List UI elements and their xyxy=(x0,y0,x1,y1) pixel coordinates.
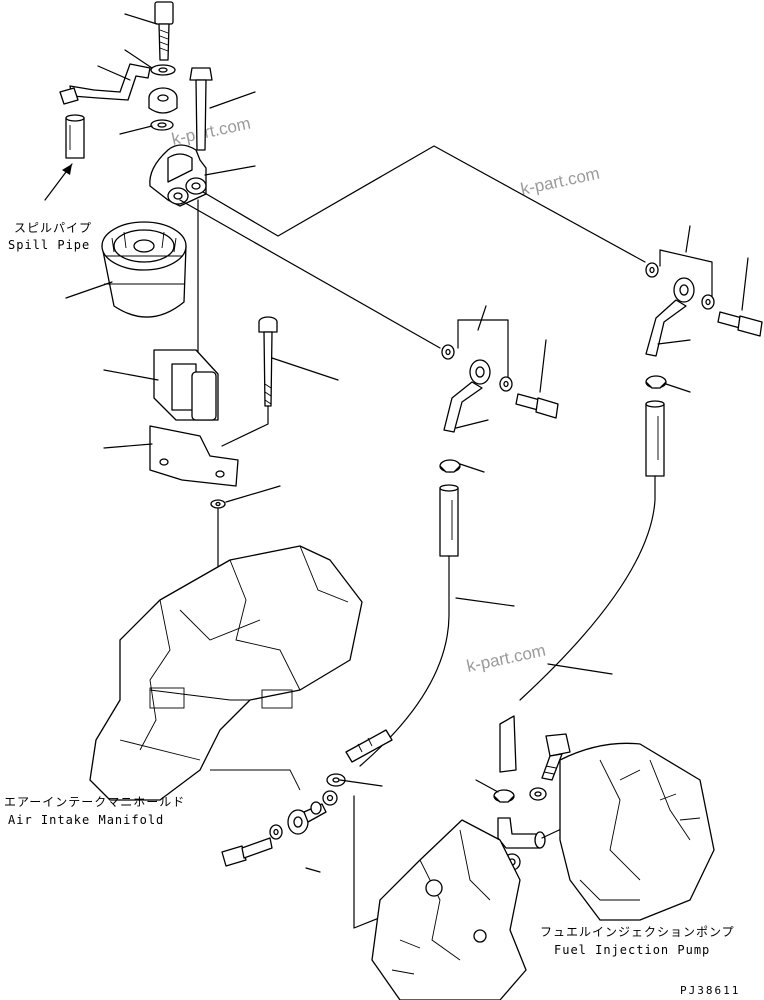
filter-cartridge xyxy=(101,221,187,318)
fuel-pump-label-en: Fuel Injection Pump xyxy=(554,943,710,957)
leader-left-banjo-group xyxy=(477,305,487,331)
fuel-pump-label-jp: フュエルインジェクションポンプ xyxy=(540,925,735,939)
leader-spill-banjo xyxy=(97,65,131,81)
arrow-head-spill-pipe xyxy=(62,164,72,175)
leader-right-clamp xyxy=(665,383,691,393)
leader-filter-bracket xyxy=(103,369,159,381)
leader-left-banjo-bolt xyxy=(539,339,547,393)
bracket-right-banjo-group xyxy=(659,249,713,301)
left-banjo-bolt xyxy=(515,393,559,419)
lower-banjo-bolt xyxy=(221,837,273,867)
leader-plate-washer xyxy=(225,485,281,503)
left-hose xyxy=(439,484,459,557)
fuel-line-head-to-left-banjo xyxy=(179,199,441,349)
leader-bracket-bolt xyxy=(271,357,339,381)
long-bolt xyxy=(189,67,213,151)
right-banjo-fitting xyxy=(645,277,695,357)
leader-mounting-plate xyxy=(103,443,153,449)
leader-lower-washers xyxy=(339,779,383,787)
leader-washer-1 xyxy=(124,49,153,69)
leader-washer-2 xyxy=(119,125,153,135)
fuel-line-head-to-right-banjo xyxy=(202,145,646,263)
spill-pipe-label-jp: スピルパイプ xyxy=(14,221,92,235)
leader-filter-head xyxy=(204,165,256,176)
leader-left-clamp xyxy=(459,463,485,473)
leader-right-banjo-bolt xyxy=(741,257,749,311)
pump-washer xyxy=(529,787,547,801)
right-banjo-bolt xyxy=(717,311,763,337)
bracket-left-banjo-group xyxy=(457,319,509,387)
bracket-bolt xyxy=(258,316,278,407)
watermark-1: k-part.com xyxy=(170,114,252,149)
leader-long-bolt xyxy=(209,91,256,109)
left-banjo-washer-b xyxy=(499,376,513,392)
leader-right-pipe-elbow xyxy=(657,339,691,345)
left-lower-hose xyxy=(345,729,393,763)
left-banjo-fitting xyxy=(443,359,491,433)
lower-washer-c xyxy=(269,824,283,840)
fuel-line-right-down xyxy=(519,475,656,701)
spill-pipe-label-en: Spill Pipe xyxy=(8,238,90,252)
right-lower-hose xyxy=(499,715,517,773)
spill-banjo-pipe xyxy=(59,63,151,105)
lower-washer-b xyxy=(322,790,338,806)
bolt-to-plate-line xyxy=(221,405,269,447)
pump-elbow-pipe xyxy=(497,817,546,849)
pump-clamp xyxy=(493,789,515,803)
washer-1 xyxy=(150,64,176,76)
right-banjo-washer-b xyxy=(701,294,715,310)
left-banjo-washer-a xyxy=(441,344,455,360)
right-hose xyxy=(645,400,665,477)
mounting-plate xyxy=(149,425,239,487)
lower-washer-a xyxy=(326,773,346,787)
air-intake-label-jp: エアーインテークマニホールド xyxy=(4,795,185,809)
right-banjo-washer-a xyxy=(645,262,659,278)
leader-right-banjo-group xyxy=(685,225,691,253)
drawing-code: PJ38611 xyxy=(680,984,740,997)
right-clamp xyxy=(645,375,667,389)
leader-pump-clamp xyxy=(475,779,499,793)
leader-left-fuel-line xyxy=(455,597,515,607)
filter-head xyxy=(149,144,207,207)
watermark-2: k-part.com xyxy=(519,164,601,199)
air-intake-label-en: Air Intake Manifold xyxy=(8,813,164,827)
leader-left-pipe-elbow xyxy=(455,419,489,429)
lower-washer-d xyxy=(310,801,322,815)
spacer-nut xyxy=(148,87,178,114)
washer-2 xyxy=(150,119,174,131)
plate-washer xyxy=(210,499,226,509)
filter-bracket xyxy=(153,349,219,421)
leader-right-fuel-line xyxy=(547,663,613,675)
top-bolt xyxy=(154,1,174,61)
fuel-injection-pump xyxy=(371,742,715,1000)
fuel-line-left-down xyxy=(359,555,450,767)
leader-filter-cartridge xyxy=(65,281,113,299)
spill-pipe-hose xyxy=(65,114,85,159)
pump-bolt xyxy=(541,733,571,781)
left-clamp xyxy=(439,459,461,473)
watermark-3: k-part.com xyxy=(465,641,547,676)
air-intake-manifold xyxy=(89,545,363,801)
leader-top-bolt xyxy=(124,13,158,25)
leader-lower-fittings xyxy=(305,867,321,873)
